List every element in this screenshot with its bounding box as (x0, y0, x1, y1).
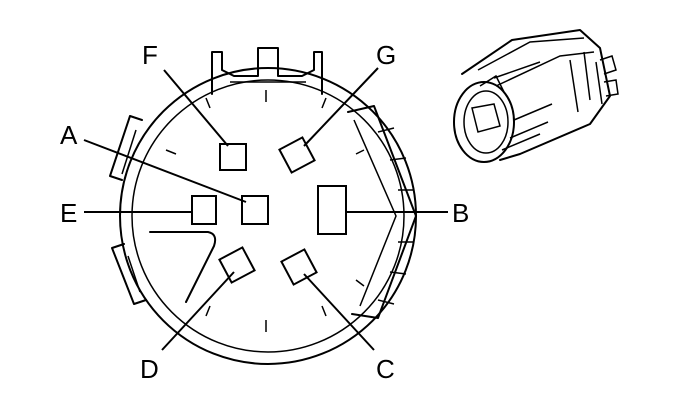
leader-a (83, 139, 247, 203)
side-cavity (471, 103, 501, 133)
connector-side-view (453, 29, 619, 163)
side-front-ring (453, 81, 515, 163)
leader-g (303, 67, 379, 147)
pin-cavity-d (218, 246, 256, 284)
keying-slot (149, 231, 217, 303)
side-latch (479, 61, 541, 93)
pin-cavity-g (278, 136, 316, 174)
left-upper-tab (109, 115, 143, 181)
pin-cavity-a (241, 195, 269, 225)
leader-f (163, 69, 229, 147)
right-guard-inner (353, 119, 397, 307)
pin-label-g: G (376, 40, 396, 70)
pin-labels: F G A E B D C (60, 40, 469, 384)
side-body (461, 29, 611, 161)
pin-cavity-b (317, 185, 347, 235)
inner-ring (131, 79, 405, 353)
side-body-edges (477, 37, 595, 87)
top-latch (211, 47, 323, 95)
pin-label-f: F (142, 40, 158, 70)
left-upper-tab-inner (121, 129, 137, 175)
side-front-inner (463, 90, 509, 154)
left-lower-tab-inner (127, 255, 141, 293)
right-guard (347, 105, 417, 319)
connector-face (109, 47, 417, 365)
pin-label-b: B (452, 198, 469, 228)
pin-label-c: C (376, 354, 395, 384)
left-lower-tab (111, 243, 147, 305)
leader-lines (83, 67, 448, 351)
pin-cavity-f (219, 143, 247, 171)
side-tabs (599, 55, 619, 97)
pin-cavity-e (191, 195, 217, 225)
pin-cavity-c (280, 248, 318, 286)
pin-label-d: D (140, 354, 159, 384)
side-lines (501, 103, 553, 151)
pin-label-a: A (60, 120, 78, 150)
leader-d (161, 271, 235, 351)
pin-label-e: E (60, 198, 77, 228)
side-ribs (569, 51, 603, 113)
leader-c (303, 273, 375, 351)
right-guard-ribs (377, 127, 414, 305)
